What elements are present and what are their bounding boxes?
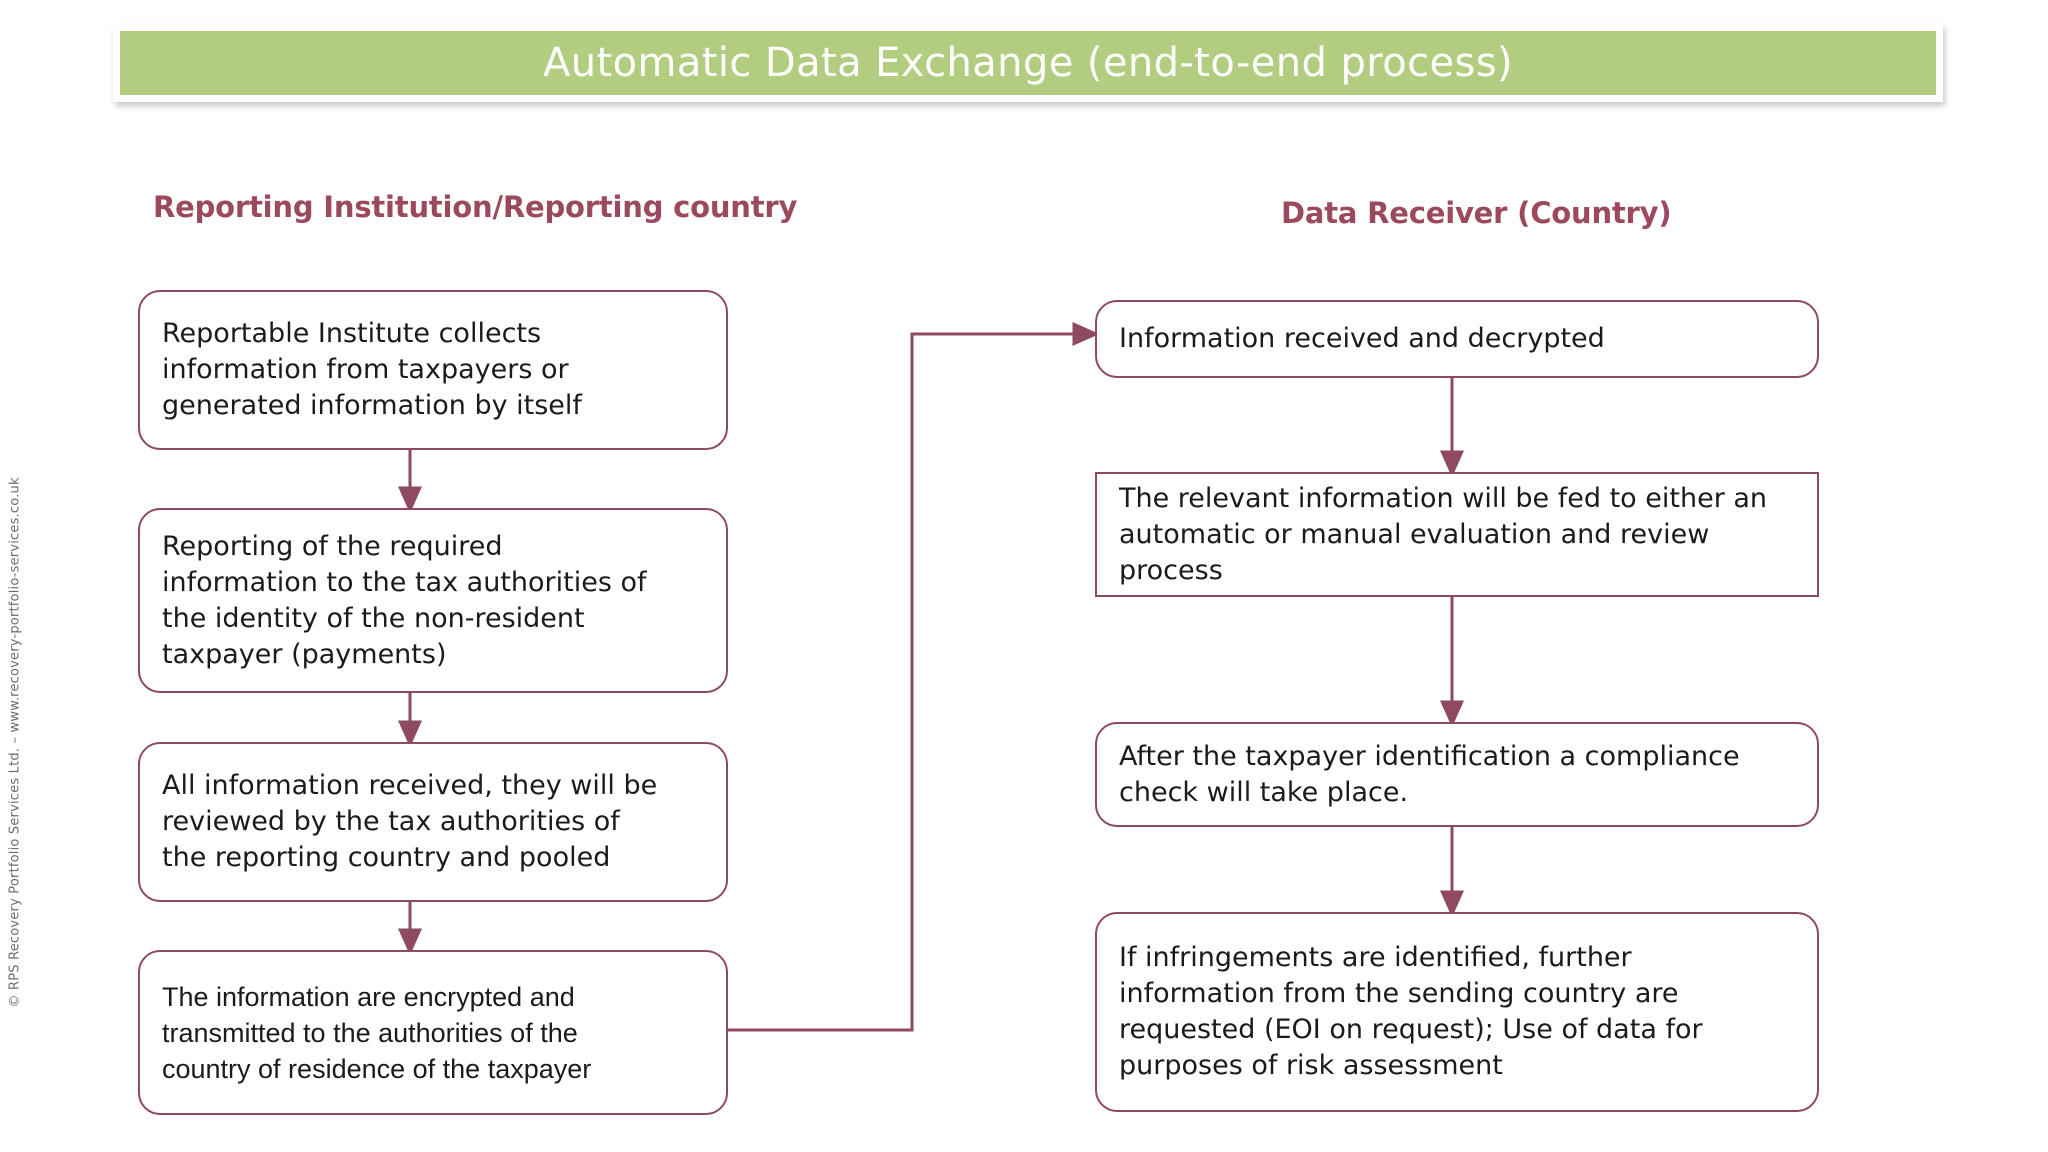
flow-box-r3[interactable]: After the taxpayer identification a comp… <box>1095 722 1819 827</box>
flow-box-r1-text: Information received and decrypted <box>1119 323 1605 354</box>
connector-l4-r1 <box>728 322 1100 1032</box>
flow-box-l1-text: Reportable Institute collects informatio… <box>162 318 582 421</box>
flow-box-r2-text: The relevant information will be fed to … <box>1119 482 1768 586</box>
flow-box-r4-text: If infringements are identified, further… <box>1119 942 1703 1081</box>
page-title: Automatic Data Exchange (end-to-end proc… <box>543 40 1513 86</box>
flow-box-l1[interactable]: Reportable Institute collects informatio… <box>138 290 728 450</box>
flow-box-l2-text: Reporting of the required information to… <box>162 530 647 670</box>
flow-box-r3-text: After the taxpayer identification a comp… <box>1119 740 1740 808</box>
flow-box-r4[interactable]: If infringements are identified, further… <box>1095 912 1819 1112</box>
title-bar: Automatic Data Exchange (end-to-end proc… <box>120 31 1936 95</box>
flow-box-l2[interactable]: Reporting of the required information to… <box>138 508 728 693</box>
flow-box-r2[interactable]: The relevant information will be fed to … <box>1095 472 1819 597</box>
flow-box-l4[interactable]: The information are encrypted and transm… <box>138 950 728 1115</box>
flow-box-r1[interactable]: Information received and decrypted <box>1095 300 1819 378</box>
flow-box-l4-text: The information are encrypted and transm… <box>162 981 592 1084</box>
title-banner: Automatic Data Exchange (end-to-end proc… <box>113 24 1943 102</box>
column-heading-left: Reporting Institution/Reporting country <box>153 190 798 224</box>
column-heading-right: Data Receiver (Country) <box>1281 196 1672 230</box>
flow-box-l3-text: All information received, they will be r… <box>162 770 658 873</box>
copyright-notice: © RPS Recovery Portfolio Services Ltd. –… <box>7 477 23 1008</box>
flow-box-l3[interactable]: All information received, they will be r… <box>138 742 728 902</box>
